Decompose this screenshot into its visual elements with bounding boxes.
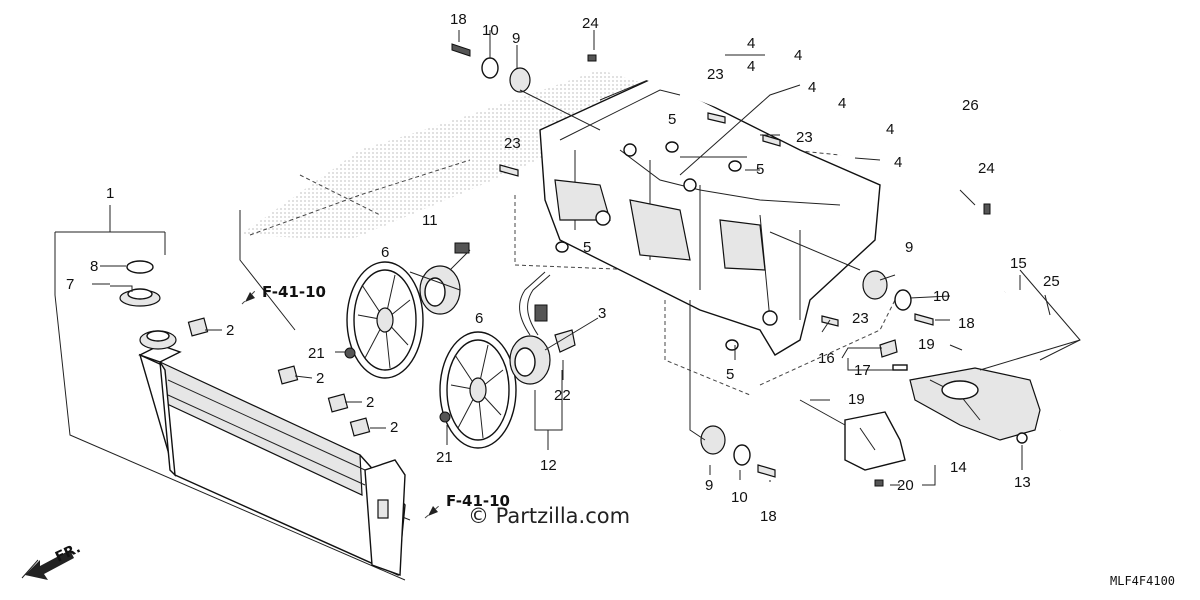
callout-23: 23	[504, 135, 521, 152]
o-ring	[126, 260, 154, 274]
radiator-cap	[119, 288, 161, 307]
callout-5: 5	[583, 239, 591, 256]
callout-6: 6	[381, 244, 389, 261]
callout-22: 22	[554, 387, 571, 404]
callout-26: 26	[962, 97, 979, 114]
grommets	[555, 141, 742, 351]
callout-23: 23	[707, 66, 724, 83]
fan-shroud	[539, 74, 881, 356]
callout-2: 2	[316, 370, 324, 387]
callout-4: 4	[808, 79, 816, 96]
callout-19: 19	[848, 391, 865, 408]
ref-arrow-top	[241, 289, 257, 305]
callout-4: 4	[886, 121, 894, 138]
callout-5: 5	[726, 366, 734, 383]
callout-6: 6	[475, 310, 483, 327]
callout-11: 11	[422, 212, 438, 229]
section-reference-top[interactable]: F-41-10	[262, 283, 326, 301]
reserve-tank-bracket	[844, 411, 906, 487]
front-indicator-label: FR.	[53, 540, 83, 565]
fan-upper	[346, 261, 424, 379]
bracket-16-17	[879, 339, 908, 371]
callout-24: 24	[978, 160, 995, 177]
callout-13: 13	[1014, 474, 1031, 491]
callout-24: 24	[582, 15, 599, 32]
callout-21: 21	[308, 345, 325, 362]
ref-arrow-bottom	[424, 504, 441, 519]
callout-4: 4	[838, 95, 846, 112]
callout-25: 25	[1043, 273, 1060, 290]
shroud-stipple	[240, 70, 650, 240]
callout-8: 8	[90, 258, 98, 275]
diagram-code: MLF4F4100	[1110, 574, 1175, 588]
callout-17: 17	[854, 362, 871, 379]
callout-1: 1	[106, 185, 114, 202]
callout-5: 5	[668, 111, 676, 128]
callout-19: 19	[918, 336, 935, 353]
callout-4: 4	[894, 154, 902, 171]
callout-7: 7	[66, 276, 74, 293]
callout-2: 2	[226, 322, 234, 339]
section-reference-bottom[interactable]: F-41-10	[446, 492, 510, 510]
callout-4: 4	[747, 58, 755, 75]
callout-9: 9	[905, 239, 913, 256]
part-callouts: 1 2 2 2 2 3 4 4 4 4 4 4 4 5 5 5 5 6 6 7 …	[66, 11, 1060, 525]
callout-5: 5	[756, 161, 764, 178]
callout-2: 2	[366, 394, 374, 411]
callout-21: 21	[436, 449, 453, 466]
callout-4: 4	[794, 47, 802, 64]
callout-2: 2	[390, 419, 398, 436]
collars-dampers	[481, 57, 912, 466]
callout-10: 10	[731, 489, 748, 506]
callout-9: 9	[705, 477, 713, 494]
callout-12: 12	[540, 457, 557, 474]
front-arrow-icon	[21, 550, 74, 580]
callout-3: 3	[598, 305, 606, 322]
callout-10: 10	[482, 22, 499, 39]
callout-23: 23	[852, 310, 869, 327]
callout-16: 16	[818, 350, 835, 367]
callout-9: 9	[512, 30, 520, 47]
reserve-tank	[909, 291, 1064, 444]
filler-neck	[139, 330, 177, 350]
fan-motor-12	[509, 271, 576, 385]
callout-14: 14	[950, 459, 967, 476]
callout-10: 10	[933, 288, 950, 305]
overflow-hose	[587, 12, 991, 215]
callout-15: 15	[1010, 255, 1027, 272]
watermark: © Partzilla.com	[468, 504, 630, 528]
radiator	[138, 344, 406, 577]
leader-lines	[92, 30, 1081, 486]
callout-18: 18	[760, 508, 777, 525]
callout-4: 4	[747, 35, 755, 52]
callout-18: 18	[958, 315, 975, 332]
callout-20: 20	[897, 477, 914, 494]
callout-18: 18	[450, 11, 467, 28]
fan-lower	[439, 331, 517, 449]
callout-23: 23	[796, 129, 813, 146]
clips	[187, 317, 371, 437]
